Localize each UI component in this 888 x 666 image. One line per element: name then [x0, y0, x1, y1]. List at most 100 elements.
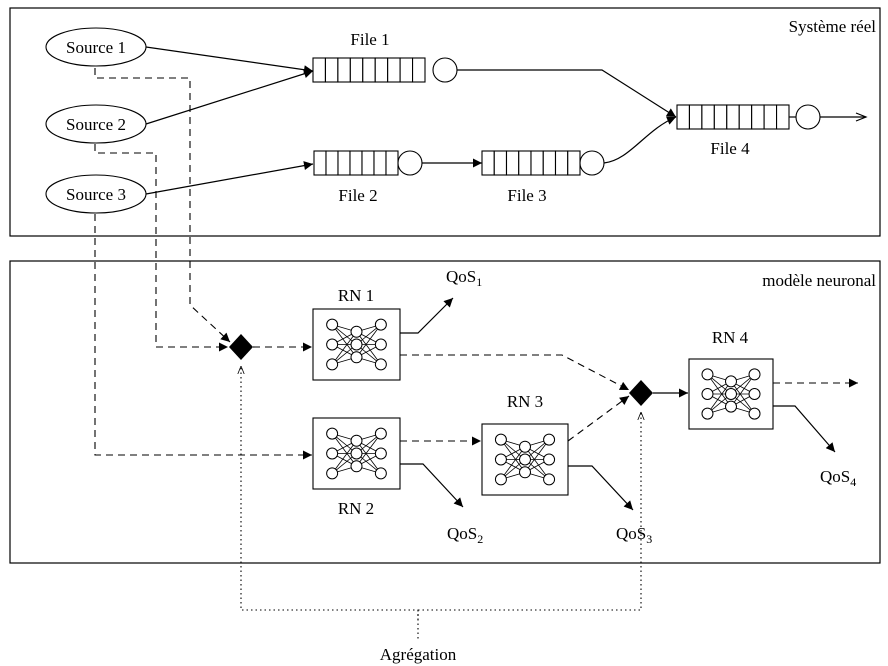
- nn-neuron: [725, 400, 737, 413]
- nn-neuron: [748, 388, 761, 400]
- queue-cell: [349, 57, 364, 83]
- queue-cell: [337, 57, 351, 83]
- queue-cell: [776, 104, 790, 130]
- file3-queue: [481, 150, 581, 176]
- nn-neuron: [519, 466, 531, 479]
- nn-neuron: [326, 467, 339, 480]
- aggregator-2: [629, 380, 653, 406]
- qos4-label: QoS4: [820, 467, 856, 489]
- file1-queue: [312, 57, 426, 83]
- arrow-source2-file1: [145, 69, 314, 125]
- nn-connection: [707, 374, 732, 407]
- file1-label: File 1: [350, 30, 389, 49]
- nn-connection: [524, 439, 550, 473]
- queue-cell: [701, 104, 715, 130]
- nn-neuron: [326, 447, 339, 460]
- nn-connection: [331, 324, 357, 358]
- nn-neuron: [494, 433, 507, 446]
- queue-cell: [481, 150, 495, 176]
- nn-neuron: [701, 388, 714, 400]
- queue-cell: [493, 150, 508, 176]
- nn-neuron: [350, 434, 363, 447]
- queue-cell: [542, 150, 557, 176]
- nn-connection: [356, 440, 382, 474]
- nn-neuron: [519, 440, 531, 453]
- queue-cell: [726, 104, 740, 130]
- aggregator-1: [229, 334, 253, 360]
- qos3-label: QoS3: [616, 524, 652, 546]
- arrow-source3-file2: [145, 161, 314, 195]
- nn-neuron: [748, 407, 761, 420]
- rn2-label: RN 2: [338, 499, 374, 518]
- nn-neuron: [350, 338, 363, 351]
- nn-neuron: [748, 368, 761, 381]
- queue-cell: [337, 150, 351, 176]
- nn-connection: [500, 446, 526, 480]
- queue-cell: [361, 150, 375, 176]
- file3-label: File 3: [507, 186, 546, 205]
- rn3-box: [481, 423, 569, 496]
- source3-label: Source 3: [66, 185, 126, 204]
- dotted-aggregation-aggregator1: [241, 366, 419, 620]
- dashed-source3-rn2: [94, 214, 312, 460]
- arrow-rn3-qos3: [568, 465, 634, 511]
- queue-cell: [412, 57, 426, 83]
- source1-label: Source 1: [66, 38, 126, 57]
- queue-cell: [373, 150, 387, 176]
- queue-cell: [763, 104, 778, 130]
- nn-neuron: [519, 453, 531, 466]
- queue-cell: [362, 57, 376, 83]
- nn-neuron: [374, 467, 387, 480]
- nn-neuron: [374, 447, 387, 460]
- modele-neuronal-frame: [9, 260, 881, 564]
- nn-neuron: [543, 433, 556, 446]
- nn-neuron: [374, 427, 387, 440]
- nn-neuron: [350, 460, 363, 473]
- queue-cell: [751, 104, 765, 130]
- rn4-label: RN 4: [712, 328, 749, 347]
- nn-neuron: [326, 338, 339, 351]
- file2-label: File 2: [338, 186, 377, 205]
- queue-cell: [567, 150, 581, 176]
- nn-neuron: [494, 453, 507, 466]
- nn-neuron: [326, 318, 339, 331]
- file1-server: [432, 57, 458, 83]
- arrow-file1-file4: [457, 69, 677, 118]
- queue-cell: [325, 150, 339, 176]
- qos2-label: QoS2: [447, 524, 483, 546]
- nn-connection: [356, 324, 382, 358]
- file4-server: [795, 104, 821, 130]
- source2-node: [45, 104, 147, 144]
- nn-neuron: [374, 338, 387, 351]
- nn-neuron: [494, 473, 507, 486]
- queue-cell: [312, 57, 326, 83]
- rn3-label: RN 3: [507, 392, 543, 411]
- rn1-label: RN 1: [338, 286, 374, 305]
- nn-neuron: [374, 318, 387, 331]
- file3-server: [579, 150, 605, 176]
- modele-neuronal-label: modèle neuronal: [762, 271, 876, 290]
- nn-connection: [356, 331, 382, 365]
- nn-connection: [331, 440, 357, 474]
- nn-neuron: [725, 388, 737, 400]
- queue-cell: [530, 150, 544, 176]
- arrow-rn2-qos2: [400, 463, 464, 508]
- source2-label: Source 2: [66, 115, 126, 134]
- queue-cell: [387, 57, 401, 83]
- queue-cell: [374, 57, 389, 83]
- aggregation-label: Agrégation: [380, 645, 457, 664]
- queue-cell: [385, 150, 399, 176]
- nn-neuron: [350, 447, 363, 460]
- queue-cell: [554, 150, 569, 176]
- nn-neuron: [701, 407, 714, 420]
- nn-neuron: [326, 358, 339, 371]
- nn-connection: [730, 381, 755, 414]
- file4-queue: [676, 104, 790, 130]
- arrow-rn4-qos4: [773, 405, 836, 453]
- systeme-reel-frame: [9, 7, 881, 237]
- systeme-reel-label: Système réel: [789, 17, 877, 36]
- nn-neuron: [701, 368, 714, 381]
- dashed-rn1-aggregator2: [400, 354, 630, 391]
- dashed-source2-aggregator: [94, 144, 228, 352]
